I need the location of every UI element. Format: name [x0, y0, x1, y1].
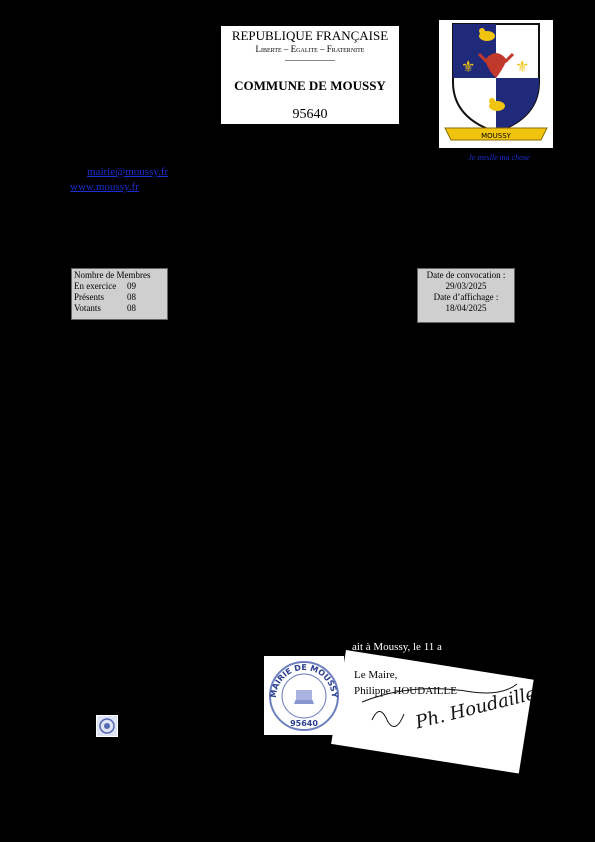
header-divider: [285, 60, 335, 61]
email-link[interactable]: mairie@moussy.fr: [87, 166, 169, 178]
affichage-label: Date d’affichage :: [433, 292, 499, 302]
members-box: Nombre de Membres En exercice 09 Présent…: [71, 268, 168, 320]
convocation-date: 29/03/2025: [445, 281, 487, 291]
dates-box: Date de convocation : 29/03/2025 Date d’…: [417, 268, 515, 323]
handwritten-signature: Ph. Houdaille: [361, 683, 532, 734]
done-at-text: ait à Moussy, le 11 a: [352, 641, 442, 653]
commune-name: COMMUNE DE MOUSSY: [234, 78, 386, 93]
coat-of-arms: ⚜ ⚜ MOUSSY: [439, 20, 553, 148]
republic-title: REPUBLIQUE FRANÇAISE: [231, 28, 389, 43]
svg-text:⚜: ⚜: [461, 57, 475, 76]
members-value: 09: [127, 281, 136, 291]
mayor-role: Le Maire,: [354, 669, 398, 681]
seal-icon: MAIRIE DE MOUSSY 95640: [269, 661, 339, 731]
svg-text:⚜: ⚜: [515, 57, 529, 76]
members-row: Votants 08: [74, 303, 165, 314]
members-row: Présents 08: [74, 292, 165, 303]
website-link[interactable]: www.moussy.fr: [70, 181, 139, 193]
seal-bottom-text: 95640: [290, 719, 318, 728]
crest-motto: Je meslle ma chose: [468, 153, 530, 162]
crest-banner: MOUSSY: [481, 132, 512, 140]
signature-script: Ph. Houdaille: [412, 683, 532, 733]
emblem-icon: [97, 716, 117, 736]
members-row: En exercice 09: [74, 281, 165, 292]
crest-icon: ⚜ ⚜ MOUSSY: [444, 23, 548, 141]
members-label: Présents: [74, 292, 104, 302]
members-label: En exercice: [74, 281, 117, 291]
members-value: 08: [127, 292, 136, 302]
small-emblem: [96, 715, 118, 737]
mairie-seal: MAIRIE DE MOUSSY 95640: [264, 656, 344, 735]
convocation-label: Date de convocation :: [426, 270, 506, 280]
members-label: Votants: [74, 303, 101, 313]
members-value: 08: [127, 303, 136, 313]
header-box: REPUBLIQUE FRANÇAISE Liberte – Egalite –…: [221, 26, 399, 124]
republic-motto: Liberte – Egalite – Fraternite: [255, 44, 365, 54]
members-title: Nombre de Membres: [74, 270, 151, 280]
postal-code: 95640: [292, 107, 328, 122]
affichage-date: 18/04/2025: [445, 303, 487, 313]
